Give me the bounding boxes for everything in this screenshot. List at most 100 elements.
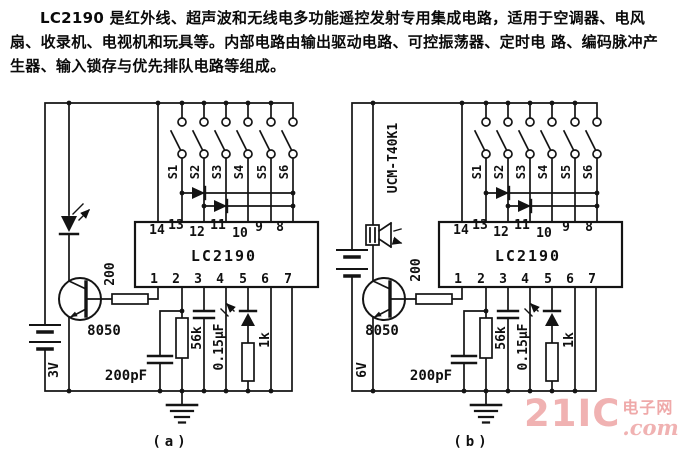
ic-body <box>437 220 624 289</box>
switch-s1 <box>169 117 187 159</box>
base-resistor-symbol <box>415 293 453 305</box>
steering-diode-row-1 <box>192 185 207 201</box>
switch-s5 <box>258 117 276 159</box>
pin-label-3: 3 <box>499 272 507 287</box>
pin-label-4: 4 <box>521 272 529 287</box>
switch-s4 <box>235 117 253 159</box>
pin-label-9: 9 <box>255 220 263 235</box>
ground-symbol <box>165 403 199 424</box>
base-resistor-value: 200 <box>409 258 424 282</box>
osc-resistor-symbol <box>479 317 493 359</box>
led-resistor-symbol <box>241 342 255 382</box>
switch-s2 <box>495 117 513 159</box>
switch-s6 <box>280 117 298 159</box>
steering-diode-row-2 <box>214 198 229 214</box>
transistor-type: 8050 <box>365 323 399 339</box>
battery-symbol <box>336 249 368 278</box>
pin-label-14: 14 <box>453 223 469 238</box>
pin-label-3: 3 <box>194 272 202 287</box>
pin3-capacitor-value: 0.15µF <box>516 323 531 370</box>
switch-s5 <box>562 117 580 159</box>
switch-s2 <box>191 117 209 159</box>
pin-label-13: 13 <box>472 218 488 233</box>
switch-bank <box>473 117 602 159</box>
switch-label-s4: S4 <box>536 165 550 179</box>
switch-label-s5: S5 <box>559 165 573 179</box>
osc-resistor-value: 56k <box>190 326 205 350</box>
intro-line-3: 生器、输入锁存与优先排队电路等组成。 <box>10 57 286 75</box>
pin-label-6: 6 <box>566 272 574 287</box>
pin-label-7: 7 <box>284 272 292 287</box>
circuit-b-schematic: S1 S2 S3 S4 S5 S6 14 13 12 11 10 9 8 1 2… <box>336 100 624 450</box>
osc-capacitor-value: 200pF <box>105 368 147 384</box>
pin-label-4: 4 <box>216 272 224 287</box>
intro-paragraph: LC2190 是红外线、超声波和无线电多功能遥控发射专用集成电路，适用于空调器、… <box>10 6 674 78</box>
switch-label-s6: S6 <box>277 165 291 179</box>
ir-led-symbol <box>58 204 89 236</box>
switch-label-s1: S1 <box>470 165 484 179</box>
osc-resistor-symbol <box>175 317 189 359</box>
switch-label-s3: S3 <box>210 165 224 179</box>
ground-symbol <box>469 403 503 424</box>
indicator-led-symbol <box>525 304 562 326</box>
transistor-symbol <box>58 277 102 321</box>
pin-label-2: 2 <box>477 272 485 287</box>
pin-label-9: 9 <box>562 220 570 235</box>
osc-resistor-value: 56k <box>494 326 509 350</box>
pin-label-14: 14 <box>149 223 165 238</box>
base-resistor-value: 200 <box>103 262 118 286</box>
battery-symbol <box>29 324 61 351</box>
intro-line-2: 扇、收录机、电视机和玩具等。内部电路由输出驱动电路、可控振荡器、定时电 路、编码… <box>10 33 659 51</box>
switch-s3 <box>213 117 231 159</box>
pin-label-11: 11 <box>514 218 530 233</box>
ic-body <box>133 220 320 289</box>
pin-label-1: 1 <box>454 272 462 287</box>
ic-name: LC2190 <box>495 247 561 265</box>
pin-label-7: 7 <box>588 272 596 287</box>
figure-caption-b: (b) <box>453 434 490 450</box>
osc-capacitor-value: 200pF <box>410 368 452 384</box>
pin-label-2: 2 <box>172 272 180 287</box>
supply-voltage: 3V <box>47 362 62 378</box>
led-resistor-value: 1k <box>562 332 577 348</box>
supply-voltage: 6V <box>355 362 370 378</box>
pin-label-8: 8 <box>276 220 284 235</box>
switch-label-s6: S6 <box>581 165 595 179</box>
transistor-type: 8050 <box>87 323 121 339</box>
pin-label-1: 1 <box>150 272 158 287</box>
pin-label-5: 5 <box>544 272 552 287</box>
junction-dots <box>370 100 600 394</box>
steering-diode-row-1 <box>496 185 511 201</box>
switch-label-s2: S2 <box>492 165 506 179</box>
figure-caption-a: (a) <box>152 434 189 450</box>
pin-label-11: 11 <box>210 218 226 233</box>
pin-label-12: 12 <box>493 225 509 240</box>
osc-capacitor-symbol <box>450 354 478 365</box>
pin-label-13: 13 <box>168 218 184 233</box>
switch-label-s2: S2 <box>188 165 202 179</box>
pin-label-6: 6 <box>261 272 269 287</box>
led-resistor-value: 1k <box>258 332 273 348</box>
ultrasonic-transducer-symbol <box>365 221 401 247</box>
switch-label-s3: S3 <box>514 165 528 179</box>
ic-name: LC2190 <box>191 247 257 265</box>
switch-label-s1: S1 <box>166 165 180 179</box>
pin3-capacitor-symbol <box>192 309 216 320</box>
indicator-led-symbol <box>221 304 258 326</box>
transistor-symbol <box>362 277 406 321</box>
switch-s3 <box>517 117 535 159</box>
led-resistor-symbol <box>545 342 559 382</box>
pin-label-10: 10 <box>536 226 552 241</box>
switch-s4 <box>539 117 557 159</box>
junction-dots <box>66 100 296 394</box>
pin-label-5: 5 <box>239 272 247 287</box>
pin3-capacitor-value: 0.15µF <box>212 323 227 370</box>
switch-label-s4: S4 <box>232 165 246 179</box>
switch-s1 <box>473 117 491 159</box>
intro-line-1: LC2190 是红外线、超声波和无线电多功能遥控发射专用集成电路，适用于空调器、… <box>40 9 646 27</box>
pin3-capacitor-symbol <box>496 309 520 320</box>
switch-bank <box>169 117 298 159</box>
pin-label-12: 12 <box>189 225 205 240</box>
transducer-model: UCM-T40K1 <box>386 123 401 194</box>
